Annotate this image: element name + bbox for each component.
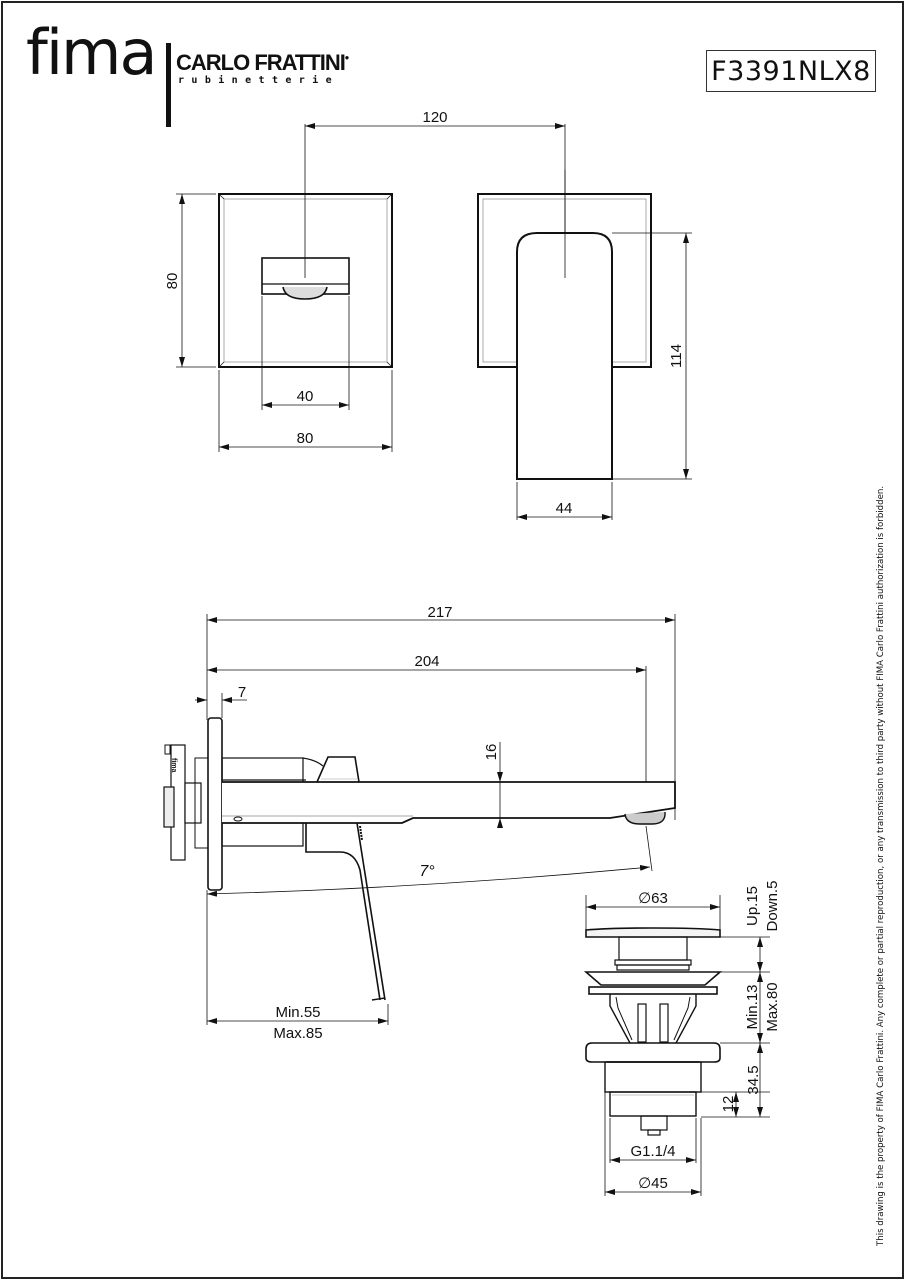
waste-view (583, 895, 770, 1196)
logo-brand-name: CARLO FRATTINI• (176, 50, 349, 76)
aerator (282, 286, 328, 300)
side-view: fima (163, 614, 676, 1025)
dim-wall-depth-max: Max.85 (273, 1025, 322, 1042)
registered-mark-icon: • (344, 50, 349, 65)
wall-plate-outline (218, 193, 393, 368)
dim-wall-depth-min: Min.55 (275, 1004, 320, 1021)
dim-thread-height: 12 (720, 1096, 737, 1113)
dim-travel-up: Up.15 (744, 886, 761, 926)
logo-fima: fima (26, 16, 157, 89)
dim-spout-center: 120 (422, 109, 447, 126)
dim-spout-length: 114 (668, 344, 685, 368)
dim-spout-thickness: 16 (483, 744, 500, 761)
dim-body-diameter: ∅45 (638, 1175, 668, 1192)
front-view (176, 123, 566, 452)
dim-cap-diameter: ∅63 (638, 890, 668, 907)
dim-thread-size: G1.1/4 (630, 1143, 675, 1160)
dim-travel-down: Down.5 (764, 881, 781, 932)
logo-brand-text: CARLO FRATTINI (176, 50, 346, 75)
dim-spout-width-top: 44 (556, 500, 573, 517)
logo-divider (166, 43, 171, 127)
dim-plate-width: 80 (297, 430, 314, 447)
spout-top (516, 232, 613, 480)
dim-overall-length: 217 (427, 604, 452, 621)
dim-body-height: 34.5 (745, 1065, 762, 1094)
top-view (477, 170, 692, 520)
dim-spout-angle: 7° (419, 863, 435, 880)
dim-plate-height: 80 (164, 273, 181, 290)
svg-text:fima: fima (170, 758, 177, 773)
dim-spout-width: 40 (297, 388, 314, 405)
product-code: F3391NLX8 (706, 50, 876, 92)
dim-basin-max: Max.80 (764, 982, 781, 1031)
dim-basin-min: Min.13 (744, 984, 761, 1029)
dim-outlet-length: 204 (414, 653, 439, 670)
dim-plate-thickness: 7 (238, 684, 246, 701)
logo-subtitle: rubinetterie (178, 75, 340, 86)
